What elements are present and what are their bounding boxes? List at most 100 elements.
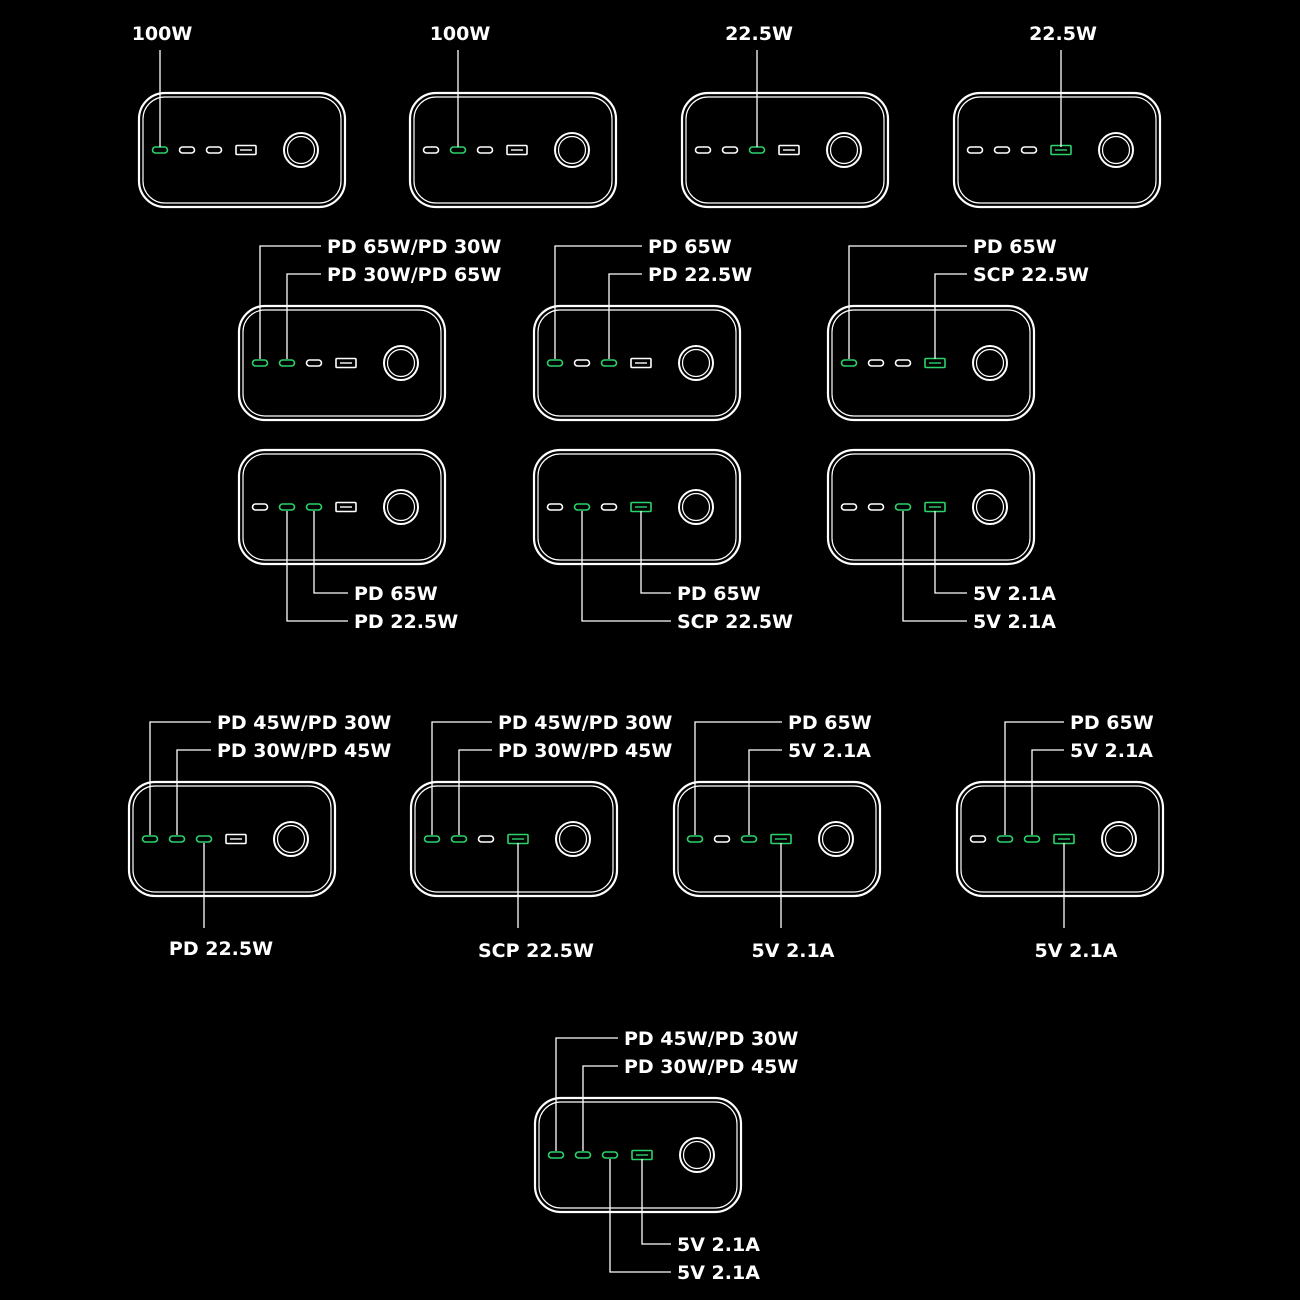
power-bank-body (672, 780, 882, 898)
output-label: 5V 2.1A (677, 1262, 760, 1284)
usb-c-port-icon (740, 835, 758, 843)
usb-c-port-icon (966, 146, 984, 154)
usb-c-port-icon (573, 359, 591, 367)
usb-c-port-icon (686, 835, 704, 843)
usb-c-port-icon (867, 359, 885, 367)
leader-line (149, 721, 211, 835)
power-bank-body-inner (960, 785, 1160, 893)
power-bank-body (408, 91, 618, 209)
usb-c-port-icon (573, 503, 591, 511)
leader-line (555, 1037, 618, 1151)
power-bank-body-inner (957, 96, 1157, 204)
usb-c-port-icon (601, 1151, 619, 1159)
usb-c-port-icon (993, 146, 1011, 154)
leader-line (694, 721, 782, 835)
power-bank-body-inner (414, 785, 614, 893)
output-label: PD 65W (788, 712, 872, 734)
power-button-icon (679, 1137, 715, 1173)
power-button-ring (975, 492, 1005, 522)
output-label: PD 45W/PD 30W (217, 712, 391, 734)
power-button-ring (681, 492, 711, 522)
usb-a-port-icon (225, 833, 247, 845)
power-bank-body-inner (142, 96, 342, 204)
usb-c-port-icon (547, 1151, 565, 1159)
leader-line (286, 273, 321, 359)
power-button-ring (386, 348, 416, 378)
leader-line (554, 245, 642, 359)
usb-c-port-icon (195, 835, 213, 843)
configuration-c3: 22.5W (680, 23, 890, 209)
output-label: PD 30W/PD 45W (217, 740, 391, 762)
output-label: 5V 2.1A (788, 740, 871, 762)
usb-c-port-icon (894, 359, 912, 367)
usb-c-port-icon (694, 146, 712, 154)
power-bank-body-inner (242, 453, 442, 561)
usb-c-port-icon (251, 359, 269, 367)
output-label: PD 65W (648, 236, 732, 258)
usb-c-port-icon (721, 146, 739, 154)
leader-line (641, 1159, 671, 1245)
power-button-icon (678, 345, 714, 381)
power-bank-body (955, 780, 1165, 898)
usb-a-port-icon (630, 357, 652, 369)
output-label: 22.5W (725, 23, 793, 45)
power-button-icon (972, 489, 1008, 525)
output-label: 5V 2.1A (1035, 940, 1118, 962)
usb-c-port-icon (477, 835, 495, 843)
power-bank-body-inner (132, 785, 332, 893)
usb-c-port-icon (969, 835, 987, 843)
power-button-ring (557, 135, 587, 165)
power-bank-body (826, 448, 1036, 566)
power-button-icon (555, 821, 591, 857)
power-bank-body (952, 91, 1162, 209)
output-label: SCP 22.5W (973, 264, 1089, 286)
power-bank-body-inner (831, 453, 1031, 561)
usb-c-port-icon (546, 503, 564, 511)
configuration-c4: 22.5W (952, 23, 1162, 209)
usb-c-port-icon (713, 835, 731, 843)
usb-c-port-icon (449, 146, 467, 154)
usb-c-port-icon (840, 503, 858, 511)
power-button-icon (972, 345, 1008, 381)
power-bank-body-inner (537, 453, 737, 561)
usb-c-port-icon (305, 503, 323, 511)
usb-c-port-icon (151, 146, 169, 154)
leader-line (748, 749, 782, 835)
power-bank-body (680, 91, 890, 209)
leader-line (934, 511, 967, 594)
output-label: PD 45W/PD 30W (498, 712, 672, 734)
output-label: PD 30W/PD 45W (498, 740, 672, 762)
usb-c-port-icon (205, 146, 223, 154)
power-button-icon (1101, 821, 1137, 857)
leader-line (582, 1065, 618, 1151)
usb-c-port-icon (305, 359, 323, 367)
leader-line (458, 749, 492, 835)
power-button-icon (383, 345, 419, 381)
power-button-ring (558, 824, 588, 854)
usb-c-port-icon (278, 503, 296, 511)
power-bank-body (237, 304, 447, 422)
output-label: 5V 2.1A (752, 940, 835, 962)
usb-a-port-icon (778, 144, 800, 156)
configuration-c7: PD 65W SCP 22.5W (826, 236, 1089, 422)
usb-c-port-icon (1023, 835, 1041, 843)
power-button-icon (826, 132, 862, 168)
power-bank-body (533, 1096, 743, 1214)
leader-line (313, 511, 348, 594)
output-label: PD 22.5W (648, 264, 752, 286)
output-label: 100W (430, 23, 491, 45)
power-button-icon (383, 489, 419, 525)
output-label: PD 65W (973, 236, 1057, 258)
usb-c-port-icon (178, 146, 196, 154)
power-button-icon (678, 489, 714, 525)
power-button-ring (829, 135, 859, 165)
power-bank-body (409, 780, 619, 898)
power-button-icon (273, 821, 309, 857)
